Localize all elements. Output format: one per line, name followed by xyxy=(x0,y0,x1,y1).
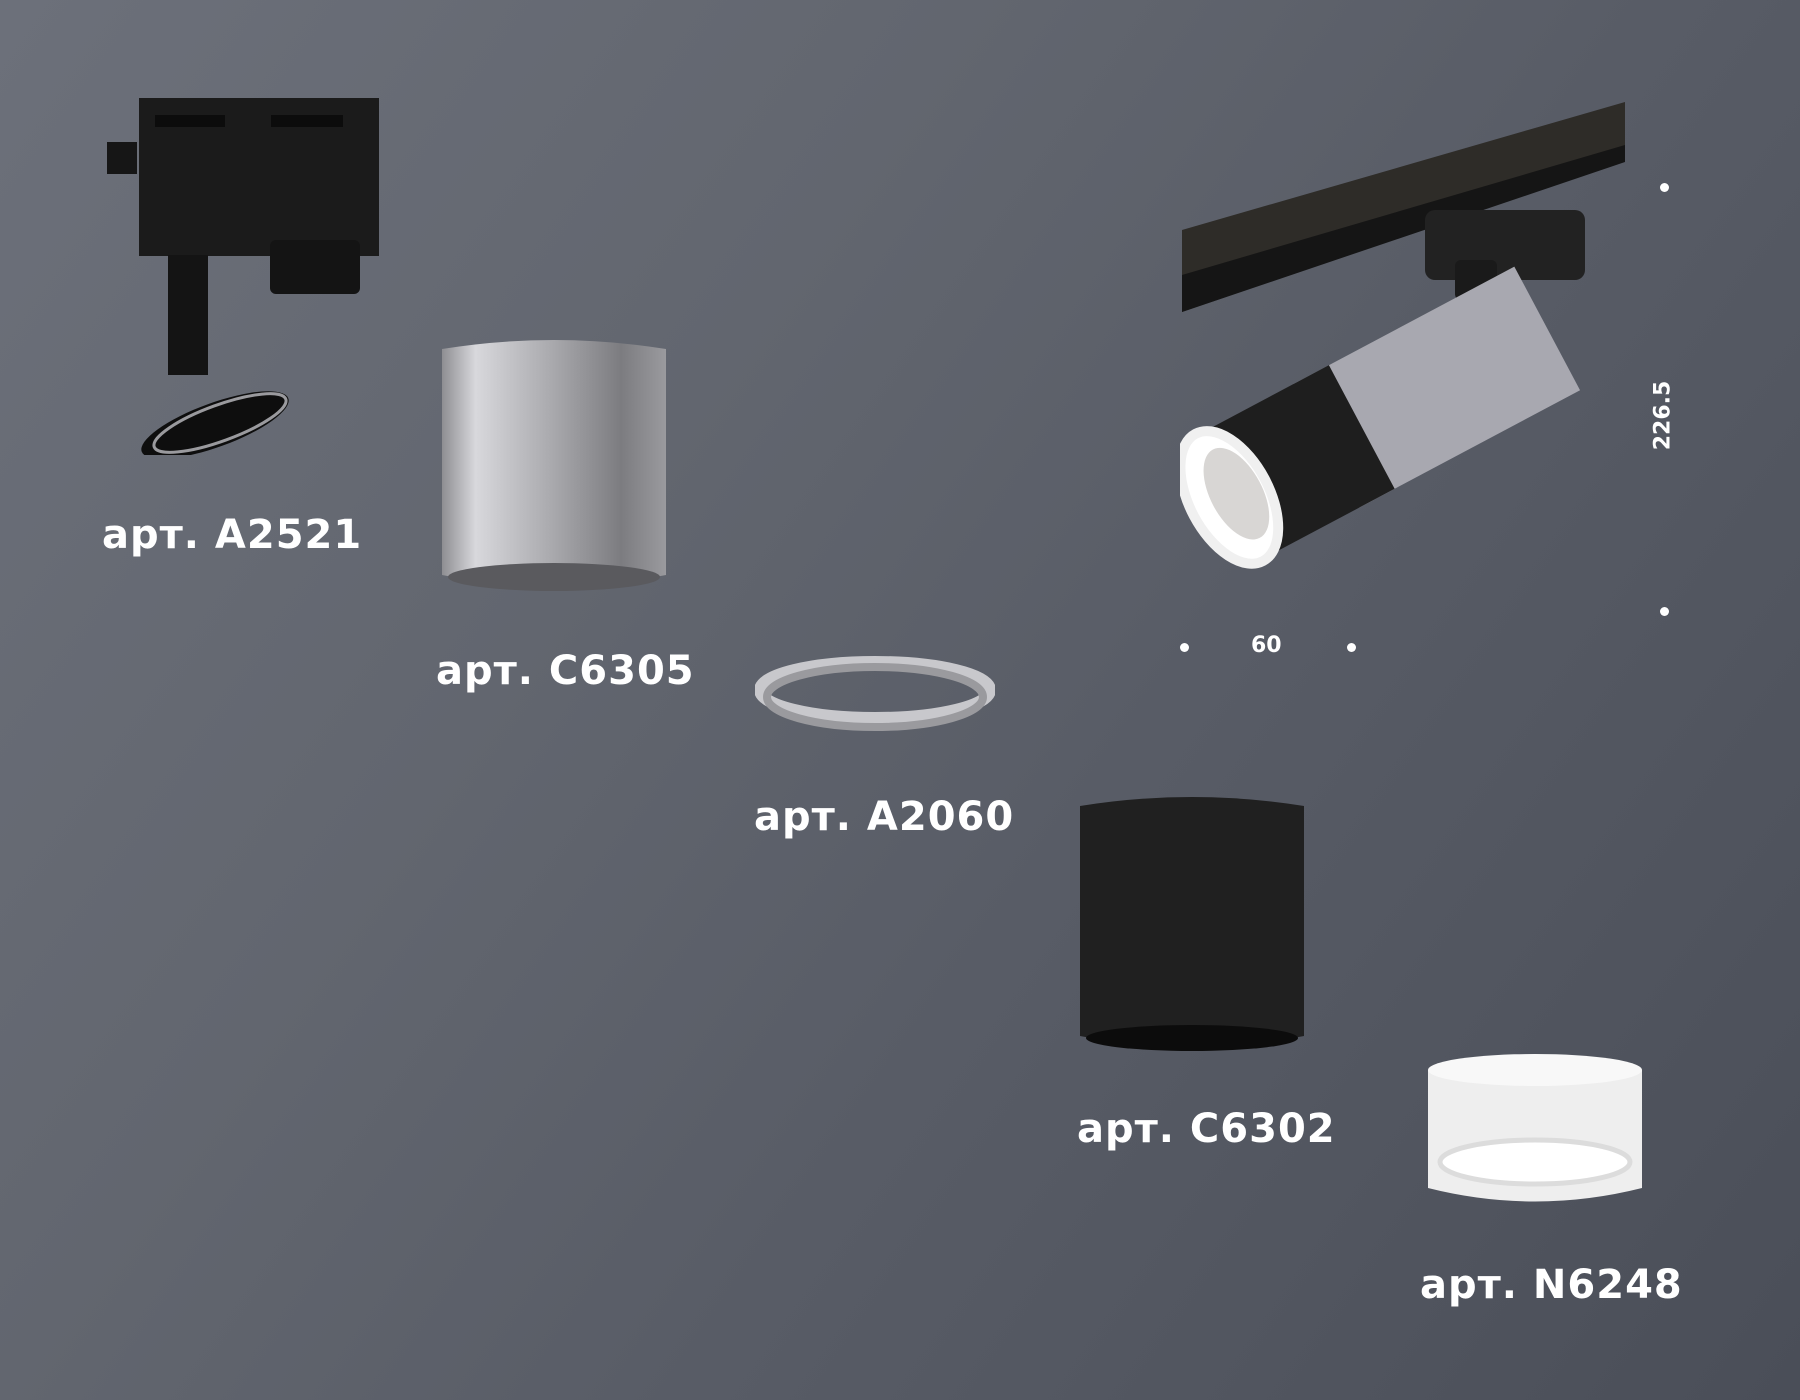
label-a2521: арт. A2521 xyxy=(102,512,363,558)
dimension-width-left-marker xyxy=(1180,643,1189,652)
frosted-lens-image xyxy=(1420,1040,1650,1215)
connecting-ring-image xyxy=(754,645,996,745)
assembled-track-light-image xyxy=(1175,100,1630,610)
label-c6305: арт. C6305 xyxy=(436,648,695,694)
dimension-height-bottom-marker xyxy=(1660,607,1669,616)
dimension-height-top-marker xyxy=(1660,183,1669,192)
dimension-width: 60 xyxy=(1251,633,1282,658)
dimension-width-right-marker xyxy=(1347,643,1356,652)
label-c6302: арт. C6302 xyxy=(1077,1106,1336,1152)
silver-cylinder-image xyxy=(440,335,668,597)
black-cylinder-image xyxy=(1078,792,1306,1057)
label-a2060: арт. A2060 xyxy=(754,794,1015,840)
label-n6248: арт. N6248 xyxy=(1420,1262,1683,1308)
dimension-height: 226.5 xyxy=(1650,380,1676,451)
track-adapter-image xyxy=(95,95,385,459)
